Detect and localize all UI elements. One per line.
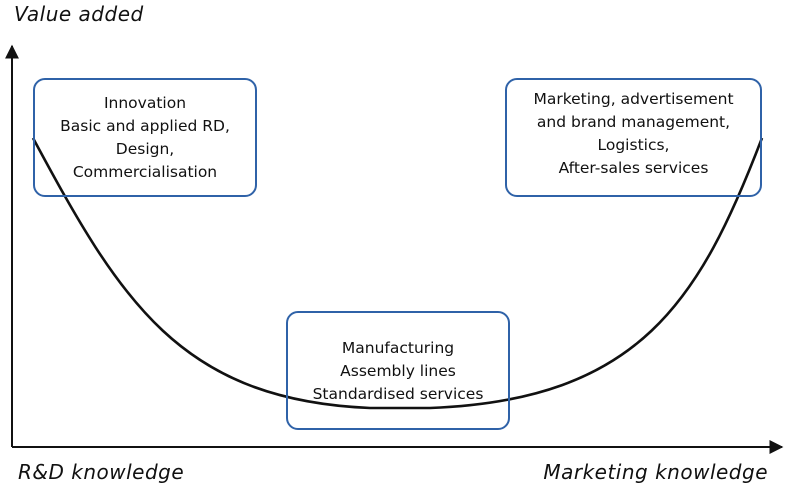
stage-line: Standardised services bbox=[312, 385, 484, 403]
stage-line: After-sales services bbox=[558, 159, 709, 177]
x-axis-right-label: Marketing knowledge bbox=[543, 460, 768, 484]
stage-line: Design, bbox=[115, 140, 175, 158]
marketing-stage-box: Marketing, advertisement and brand manag… bbox=[505, 78, 762, 197]
stage-line: Manufacturing bbox=[341, 339, 455, 357]
stage-line: Commercialisation bbox=[72, 163, 218, 181]
stage-line: Logistics, bbox=[597, 136, 670, 154]
stage-line: and brand management, bbox=[536, 113, 731, 131]
manufacturing-stage-box: Manufacturing Assembly lines Standardise… bbox=[286, 311, 510, 430]
stage-line: Innovation bbox=[103, 94, 187, 112]
x-axis-left-label: R&D knowledge bbox=[18, 460, 185, 484]
value-curve bbox=[31, 137, 764, 410]
y-axis-label: Value added bbox=[14, 2, 144, 26]
stage-line: Marketing, advertisement bbox=[533, 90, 734, 108]
stage-line: Basic and applied RD, bbox=[60, 117, 230, 135]
stage-line: Assembly lines bbox=[340, 362, 456, 380]
innovation-stage-box: Innovation Basic and applied RD, Design,… bbox=[33, 78, 257, 197]
